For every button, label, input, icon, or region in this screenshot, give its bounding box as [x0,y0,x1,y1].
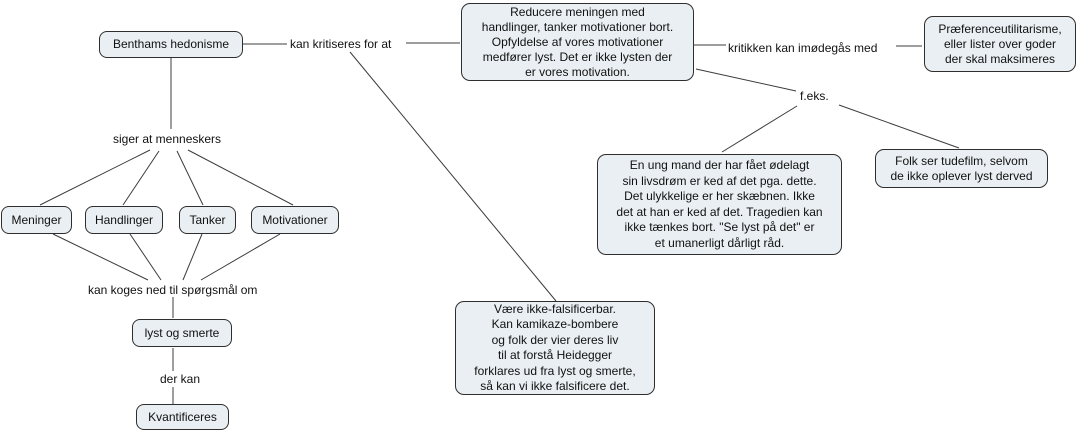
edge-siger-tanker [176,150,204,206]
edge-feks-ungmand [721,105,798,153]
edge-reducere-feks [695,68,797,92]
edge-handlinger-koges [129,233,162,281]
node-ikke-falsificerbar[interactable]: Være ikke-falsificerbar. Kan kamikaze-bo… [455,301,655,395]
edge-kritiseres-falsificerbar [349,51,557,302]
node-kvantificeres[interactable]: Kvantificeres [136,404,229,430]
link-label-siger-at-menneskers[interactable]: siger at menneskers [113,132,222,146]
edge-feks-tudefilm [838,104,960,149]
edge-siger-meninger [39,149,151,206]
node-tanker[interactable]: Tanker [179,206,236,234]
node-handlinger[interactable]: Handlinger [85,206,163,234]
node-tudefilm-eksempel[interactable]: Folk ser tudefilm, selvom de ikke opleve… [875,149,1048,188]
node-motivationer[interactable]: Motivationer [251,206,339,234]
edge-meninger-koges [52,233,149,281]
node-ung-mand-eksempel[interactable]: En ung mand der har fået ødelagt sin liv… [597,154,842,255]
node-meninger[interactable]: Meninger [1,206,72,234]
edge-siger-handlinger [122,150,160,206]
node-lyst-og-smerte[interactable]: lyst og smerte [132,319,232,347]
link-label-feks[interactable]: f.eks. [800,89,829,103]
node-benthams-hedonisme[interactable]: Benthams hedonisme [99,31,243,58]
link-label-kritikken-imoedegaas[interactable]: kritikken kan imødegås med [728,41,878,55]
link-label-der-kan[interactable]: der kan [160,372,201,386]
edge-tanker-koges [182,233,203,281]
edge-motivationer-koges [200,233,281,281]
node-reducere-kritik[interactable]: Reducere meningen med handlinger, tanker… [461,3,694,81]
node-praeferenceutilitarisme[interactable]: Præferenceutilitarisme, eller lister ove… [924,16,1076,72]
edge-siger-motivationer [187,149,294,206]
link-label-kan-kritiseres[interactable]: kan kritiseres for at [290,37,392,51]
link-label-kan-koges-ned[interactable]: kan koges ned til spørgsmål om [88,283,258,297]
